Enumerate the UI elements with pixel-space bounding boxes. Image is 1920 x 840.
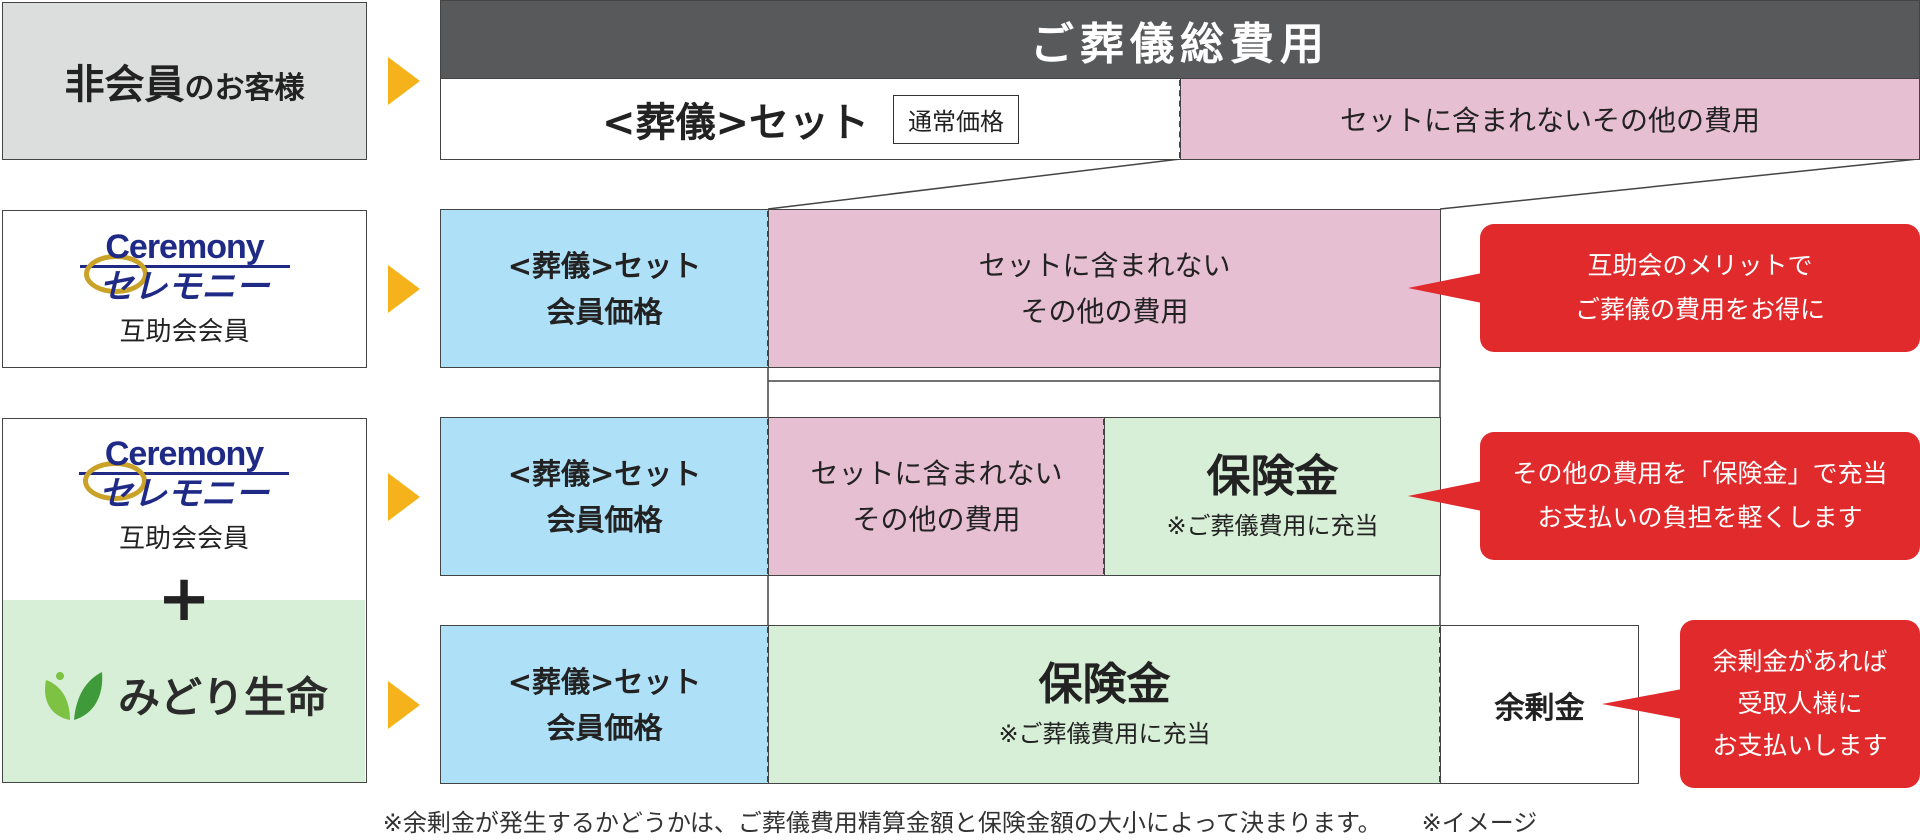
row4-set-segment: <葬儀>セット 会員価格 bbox=[440, 625, 769, 784]
row4-divider bbox=[1439, 627, 1441, 782]
triangle-right-icon bbox=[388, 265, 420, 313]
ceremony-logo-kana: セレモニー bbox=[99, 268, 270, 306]
row3-callout-pointer bbox=[1408, 481, 1482, 511]
member-plus-caption: 互助会会員 bbox=[118, 524, 249, 554]
non-member-label-suffix: のお客様 bbox=[184, 71, 305, 106]
header-title: ご葬儀総費用 bbox=[1030, 19, 1330, 70]
row2-callout-pointer bbox=[1408, 273, 1482, 303]
row4-divider bbox=[767, 627, 769, 782]
triangle-right-icon bbox=[388, 681, 420, 729]
row2-divider bbox=[767, 211, 769, 366]
ceremony-logo-en: Ceremony bbox=[104, 435, 264, 473]
row2-callout-line1: 互助会のメリットで bbox=[1587, 251, 1813, 280]
connector-line bbox=[1439, 158, 1919, 210]
ceremony-logo-2-wrap: Ceremony セレモニー 互助会会員 bbox=[3, 437, 365, 555]
ceremony-logo-ring bbox=[83, 461, 147, 501]
row3-insurance-segment: 保険金 ※ご葬儀費用に充当 bbox=[1104, 417, 1441, 576]
row2-set-segment: <葬儀>セット 会員価格 bbox=[440, 209, 769, 368]
row3-other-costs-segment: セットに含まれない その他の費用 bbox=[768, 417, 1105, 576]
ceremony-logo-ring bbox=[83, 254, 148, 294]
ceremony-logo-en: Ceremony bbox=[105, 228, 264, 266]
row2-callout-line2: ご葬儀の費用をお得に bbox=[1574, 295, 1825, 324]
ceremony-logo-underline bbox=[79, 265, 290, 268]
row2-set-line2: 会員価格 bbox=[546, 294, 663, 329]
row3-set-line1: <葬儀>セット bbox=[507, 456, 702, 491]
ceremony-logo: Ceremony セレモニー bbox=[79, 228, 290, 306]
insurer-name: みどり生命 bbox=[117, 672, 328, 722]
non-member-label-box: 非会員のお客様 bbox=[2, 2, 367, 160]
row4-callout-line1: 余剰金があれば bbox=[1712, 647, 1888, 676]
row1-divider bbox=[1179, 80, 1181, 158]
non-member-label-main: 非会員 bbox=[64, 62, 185, 108]
triangle-right-icon bbox=[388, 57, 420, 105]
ceremony-logo-kana: セレモニー bbox=[99, 475, 269, 513]
row1-set-segment: <葬儀>セット 通常価格 bbox=[440, 78, 1181, 160]
row4-callout-pointer bbox=[1602, 689, 1682, 719]
footnote: ※余剰金が発生するかどうかは、ご葬儀費用精算金額と保険金額の大小によって決まりま… bbox=[0, 800, 1920, 840]
row3-insurance-note: ※ご葬儀費用に充当 bbox=[1166, 511, 1379, 540]
footnote-main: ※余剰金が発生するかどうかは、ご葬儀費用精算金額と保険金額の大小によって決まりま… bbox=[382, 808, 1382, 837]
member-label-box: Ceremony セレモニー 互助会会員 bbox=[2, 210, 367, 368]
row4-callout-line3: お支払いします bbox=[1712, 731, 1888, 760]
row4-set-line1: <葬儀>セット bbox=[507, 664, 702, 699]
row3-callout-line1: その他の費用を「保険金」で充当 bbox=[1512, 459, 1888, 488]
insurer-area-bg bbox=[3, 600, 365, 782]
row2-set-line1: <葬儀>セット bbox=[507, 248, 702, 283]
green-leaf-icon bbox=[44, 672, 103, 720]
connector-line bbox=[767, 158, 1181, 210]
member-caption: 互助会会員 bbox=[119, 317, 250, 347]
row3-set-line2: 会員価格 bbox=[546, 502, 663, 537]
row3-other-line1: セットに含まれない bbox=[810, 456, 1063, 490]
row3-divider bbox=[767, 419, 769, 574]
insurer-logo: みどり生命 bbox=[3, 654, 365, 734]
non-member-label: 非会員のお客様 bbox=[65, 52, 305, 110]
ceremony-logo-underline bbox=[79, 472, 289, 475]
row3-insurance-label: 保険金 bbox=[1206, 450, 1339, 502]
row2-callout: 互助会のメリットで ご葬儀の費用をお得に bbox=[1480, 224, 1920, 352]
row1-other-costs-label: セットに含まれないその他の費用 bbox=[1339, 104, 1760, 137]
row3-callout: その他の費用を「保険金」で充当 お支払いの負担を軽くします bbox=[1480, 432, 1920, 560]
plus-sign: + bbox=[157, 562, 211, 636]
row4-insurance-note: ※ご葬儀費用に充当 bbox=[998, 719, 1211, 748]
row1-price-badge: 通常価格 bbox=[893, 94, 1020, 144]
row4-callout-line2: 受取人様に bbox=[1737, 689, 1863, 718]
row1-set-label: <葬儀>セット bbox=[601, 100, 870, 146]
row3-set-segment: <葬儀>セット 会員価格 bbox=[440, 417, 769, 576]
ceremony-logo-2: Ceremony セレモニー bbox=[79, 437, 289, 512]
member-plus-insurer-box: Ceremony セレモニー 互助会会員 + みどり生命 bbox=[2, 418, 367, 783]
row2-other-line1: セットに含まれない bbox=[978, 248, 1231, 282]
row4-set-line2: 会員価格 bbox=[546, 710, 663, 745]
row2-other-line2: その他の費用 bbox=[1020, 294, 1189, 328]
row4-insurance-segment: 保険金 ※ご葬儀費用に充当 bbox=[768, 625, 1441, 784]
row4-callout: 余剰金があれば 受取人様に お支払いします bbox=[1680, 620, 1920, 788]
row1-other-costs-segment: セットに含まれないその他の費用 bbox=[1180, 78, 1920, 160]
row3-other-line2: その他の費用 bbox=[852, 502, 1021, 536]
row4-surplus-label: 余剰金 bbox=[1494, 690, 1585, 726]
triangle-right-icon bbox=[388, 473, 420, 521]
footnote-image-note: ※イメージ bbox=[1421, 808, 1538, 837]
row3-divider bbox=[1103, 419, 1105, 574]
row3-callout-line2: お支払いの負担を軽くします bbox=[1537, 503, 1863, 532]
row4-insurance-label: 保険金 bbox=[1038, 658, 1171, 710]
row2-other-costs-segment: セットに含まれない その他の費用 bbox=[768, 209, 1441, 368]
header-total-cost: ご葬儀総費用 bbox=[440, 0, 1920, 80]
